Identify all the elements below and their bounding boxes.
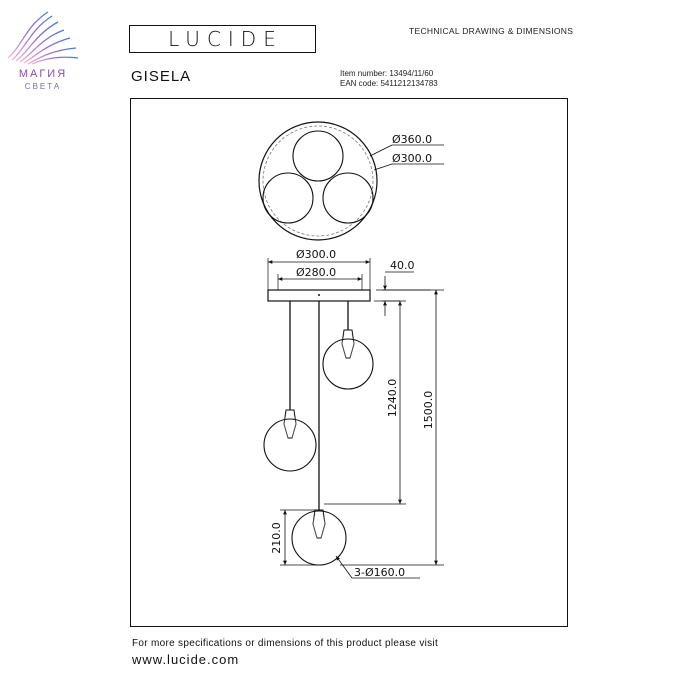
- glass-globe: [322, 338, 374, 390]
- leader-line: [373, 163, 393, 171]
- glass-neck-highlight: [341, 333, 355, 359]
- cable-length-label: 1240.0: [386, 379, 399, 418]
- drawing-frame: [130, 98, 568, 627]
- pendant-globe-upper: [322, 329, 374, 390]
- outer-diameter-label: Ø360.0: [392, 133, 432, 146]
- glass-globe: [263, 418, 317, 472]
- top-view: Ø360.0 Ø300.0: [258, 121, 444, 241]
- watermark-brand-line2: СВЕТА: [24, 82, 62, 91]
- pendant-globe-middle: [263, 409, 317, 472]
- brand-logo: LUCIDE: [129, 25, 316, 53]
- ean-code: EAN code: 5411212134783: [340, 79, 438, 88]
- top-view-globe: [292, 130, 344, 182]
- top-view-globe: [322, 172, 374, 224]
- top-view-outer-circle: [258, 121, 378, 241]
- item-number: Item number: 13494/11/60: [340, 69, 434, 78]
- side-view: Ø300.0 Ø280.0 40.0: [263, 248, 444, 579]
- technical-drawing: Ø360.0 Ø300.0 Ø300.0 Ø280.0 40.0: [258, 121, 444, 579]
- glass-neck-highlight: [283, 413, 297, 439]
- document-type: TECHNICAL DRAWING & DIMENSIONS: [409, 26, 574, 36]
- canopy-diameter-label: Ø300.0: [296, 248, 336, 261]
- total-height-label: 1500.0: [422, 391, 435, 430]
- wave-logo-icon: [7, 11, 79, 65]
- website-link[interactable]: www.lucide.com: [132, 652, 240, 667]
- watermark-brand-line1: МАГИЯ: [18, 68, 68, 80]
- top-view-inner-circle: [262, 125, 374, 237]
- footer-note: For more specifications or dimensions of…: [132, 638, 439, 649]
- canopy-inner-diameter-label: Ø280.0: [296, 266, 336, 279]
- brand-name: LUCIDE: [168, 27, 283, 51]
- globe-height-label: 210.0: [270, 522, 283, 554]
- inner-diameter-label: Ø300.0: [392, 152, 432, 165]
- pendant-globe-lower: [291, 509, 347, 566]
- top-view-globe: [262, 172, 314, 224]
- product-name: GISELA: [131, 68, 192, 85]
- canopy-height-label: 40.0: [390, 259, 415, 272]
- leader-line: [335, 555, 353, 579]
- leader-line: [369, 144, 393, 157]
- glass-globe: [291, 510, 347, 566]
- globe-diameter-label: 3-Ø160.0: [354, 566, 405, 579]
- glass-neck-highlight: [312, 513, 326, 539]
- canopy-screw: [318, 294, 320, 296]
- watermark-logo: МАГИЯ СВЕТА: [4, 6, 82, 96]
